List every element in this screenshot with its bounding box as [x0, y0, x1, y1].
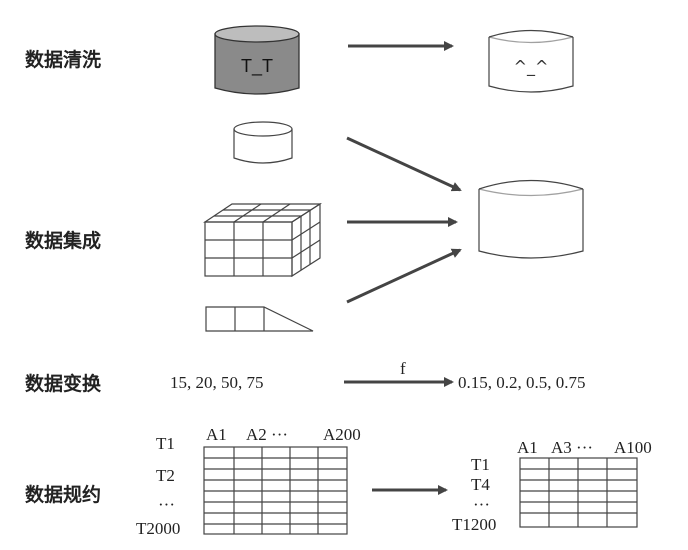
dirty-face-text: T_T	[241, 56, 273, 77]
reduced-table: A1 A3 ··· A100 T1 T4 ··· T1200	[452, 438, 652, 534]
left-row-header-1: T1	[156, 434, 175, 453]
integration-arrow-bottom	[346, 248, 462, 304]
integration-arrow-top	[346, 136, 462, 192]
transform-output-values: 0.15, 0.2, 0.5, 0.75	[458, 373, 586, 392]
clean-face-text: ^_^	[514, 57, 549, 77]
ramp-table-icon	[205, 306, 314, 332]
original-table: A1 A2 ··· A200 T1 T2 ··· T2000	[136, 425, 361, 538]
data-cube-icon	[203, 202, 323, 278]
right-row-header-1: T1	[471, 455, 490, 474]
integrated-cylinder	[478, 179, 584, 259]
label-data-cleaning: 数据清洗	[25, 48, 101, 71]
label-data-integration: 数据集成	[25, 229, 101, 252]
label-data-reduction: 数据规约	[25, 483, 101, 506]
dirty-data-cylinder: T_T	[214, 25, 300, 95]
left-col-header-3: A200	[323, 425, 361, 444]
label-data-transformation: 数据变换	[25, 372, 102, 395]
left-col-header-2: A2 ···	[246, 425, 288, 444]
right-row-header-3: ···	[473, 495, 490, 514]
left-row-header-2: T2	[156, 466, 175, 485]
right-row-header-2: T4	[471, 475, 490, 494]
right-col-header-2: A3 ···	[551, 438, 593, 457]
clean-data-cylinder: ^_^	[488, 29, 574, 93]
right-col-header-3: A100	[614, 438, 652, 457]
transform-input-values: 15, 20, 50, 75	[170, 373, 264, 392]
left-col-header-1: A1	[206, 425, 227, 444]
transform-function-label: f	[400, 359, 406, 378]
right-row-header-4: T1200	[452, 515, 496, 534]
left-row-header-4: T2000	[136, 519, 180, 538]
right-col-header-1: A1	[517, 438, 538, 457]
left-row-header-3: ···	[158, 495, 175, 514]
small-source-cylinder	[233, 121, 293, 164]
